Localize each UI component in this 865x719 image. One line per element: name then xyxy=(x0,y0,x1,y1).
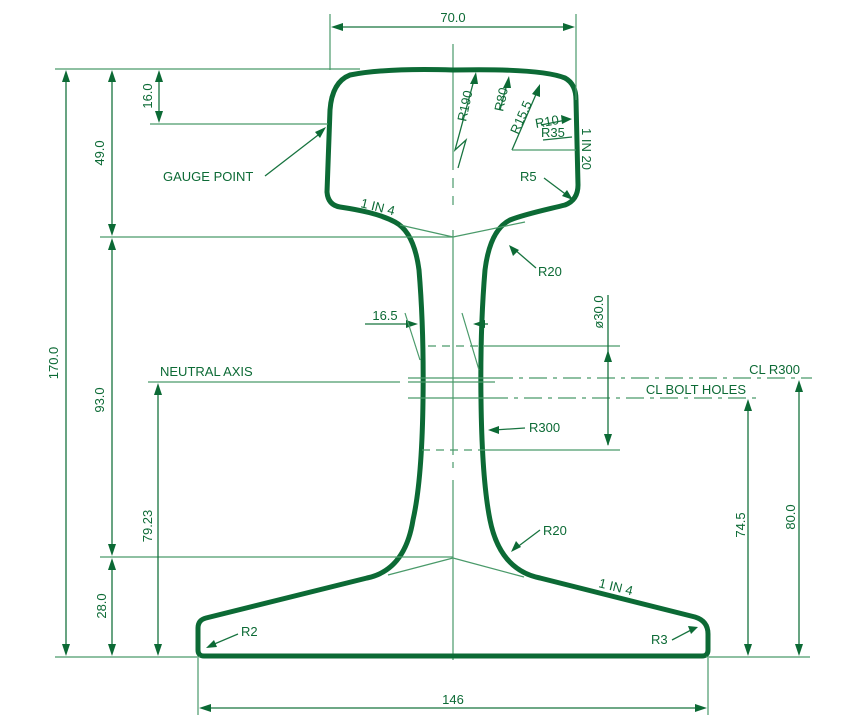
gauge-point-label: GAUGE POINT xyxy=(163,169,253,184)
r35-label: R35 xyxy=(541,125,565,140)
total-height-label: 170.0 xyxy=(46,347,61,380)
dim-head-depth: 49.0 xyxy=(92,70,116,236)
r20-top-callout: R20 xyxy=(509,245,562,279)
web-thickness-label: 16.5 xyxy=(372,308,397,323)
bolt-holes-height-label: 74.5 xyxy=(733,512,748,537)
head-width-label: 70.0 xyxy=(440,10,465,25)
base-width-label: 146 xyxy=(442,692,464,707)
cl-r300-label: CL R300 xyxy=(749,362,800,377)
dim-r300-height: 80.0 xyxy=(783,380,803,656)
dim-head-width: 70.0 xyxy=(331,10,575,31)
r3-label: R3 xyxy=(651,632,668,647)
r20-bottom-label: R20 xyxy=(543,523,567,538)
slope-guide xyxy=(452,557,525,578)
gauge-depth-label: 16.0 xyxy=(140,83,155,108)
centerline-guides xyxy=(148,345,812,451)
dim-gauge-depth: 16.0 xyxy=(140,70,163,123)
foot-height-label: 28.0 xyxy=(94,593,109,618)
dim-base-width: 146 xyxy=(199,692,707,712)
r5-label: R5 xyxy=(520,169,537,184)
r80-label: R80 xyxy=(491,86,511,112)
head-radii: R190 R80 R15.5 R10 R35 1 IN 20 R5 xyxy=(453,72,594,200)
gauge-point-callout: GAUGE POINT xyxy=(163,127,326,184)
dim-bolt-holes-height: 74.5 xyxy=(733,399,752,656)
bolt-hole-diameter-label: ø30.0 xyxy=(591,295,606,328)
r15-5-label: R15.5 xyxy=(507,98,535,136)
dim-web-height: 93.0 xyxy=(92,238,116,556)
neutral-axis-label: NEUTRAL AXIS xyxy=(160,364,253,379)
slope-guide xyxy=(399,224,454,238)
r10-label: R10 xyxy=(534,112,560,131)
r3-callout: R3 xyxy=(651,626,698,647)
head-side-slope-label: 1 IN 20 xyxy=(579,128,594,170)
r20-top-label: R20 xyxy=(538,264,562,279)
dim-total-height: 170.0 xyxy=(46,70,70,656)
head-depth-label: 49.0 xyxy=(92,140,107,165)
r300-label: R300 xyxy=(529,420,560,435)
cl-bolt-holes-label: CL BOLT HOLES xyxy=(646,382,747,397)
r2-label: R2 xyxy=(241,624,258,639)
dim-web-thickness: 16.5 xyxy=(365,308,488,371)
rail-outline xyxy=(195,67,711,659)
dim-bolt-hole-diameter: ø30.0 xyxy=(591,295,612,446)
r300-height-label: 80.0 xyxy=(783,504,798,529)
r2-callout: R2 xyxy=(206,624,258,648)
neutral-axis-height-label: 79.23 xyxy=(140,510,155,543)
slope-guide xyxy=(452,221,526,238)
r20-bottom-callout: R20 xyxy=(511,523,567,552)
dim-neutral-axis: 79.23 xyxy=(140,383,162,656)
dim-foot-height: 28.0 xyxy=(94,558,116,656)
r190-label: R190 xyxy=(454,89,475,123)
r300-callout: R300 xyxy=(488,420,560,435)
web-height-label: 93.0 xyxy=(92,387,107,412)
extension-lines xyxy=(55,14,810,715)
slope-guide xyxy=(387,557,454,576)
